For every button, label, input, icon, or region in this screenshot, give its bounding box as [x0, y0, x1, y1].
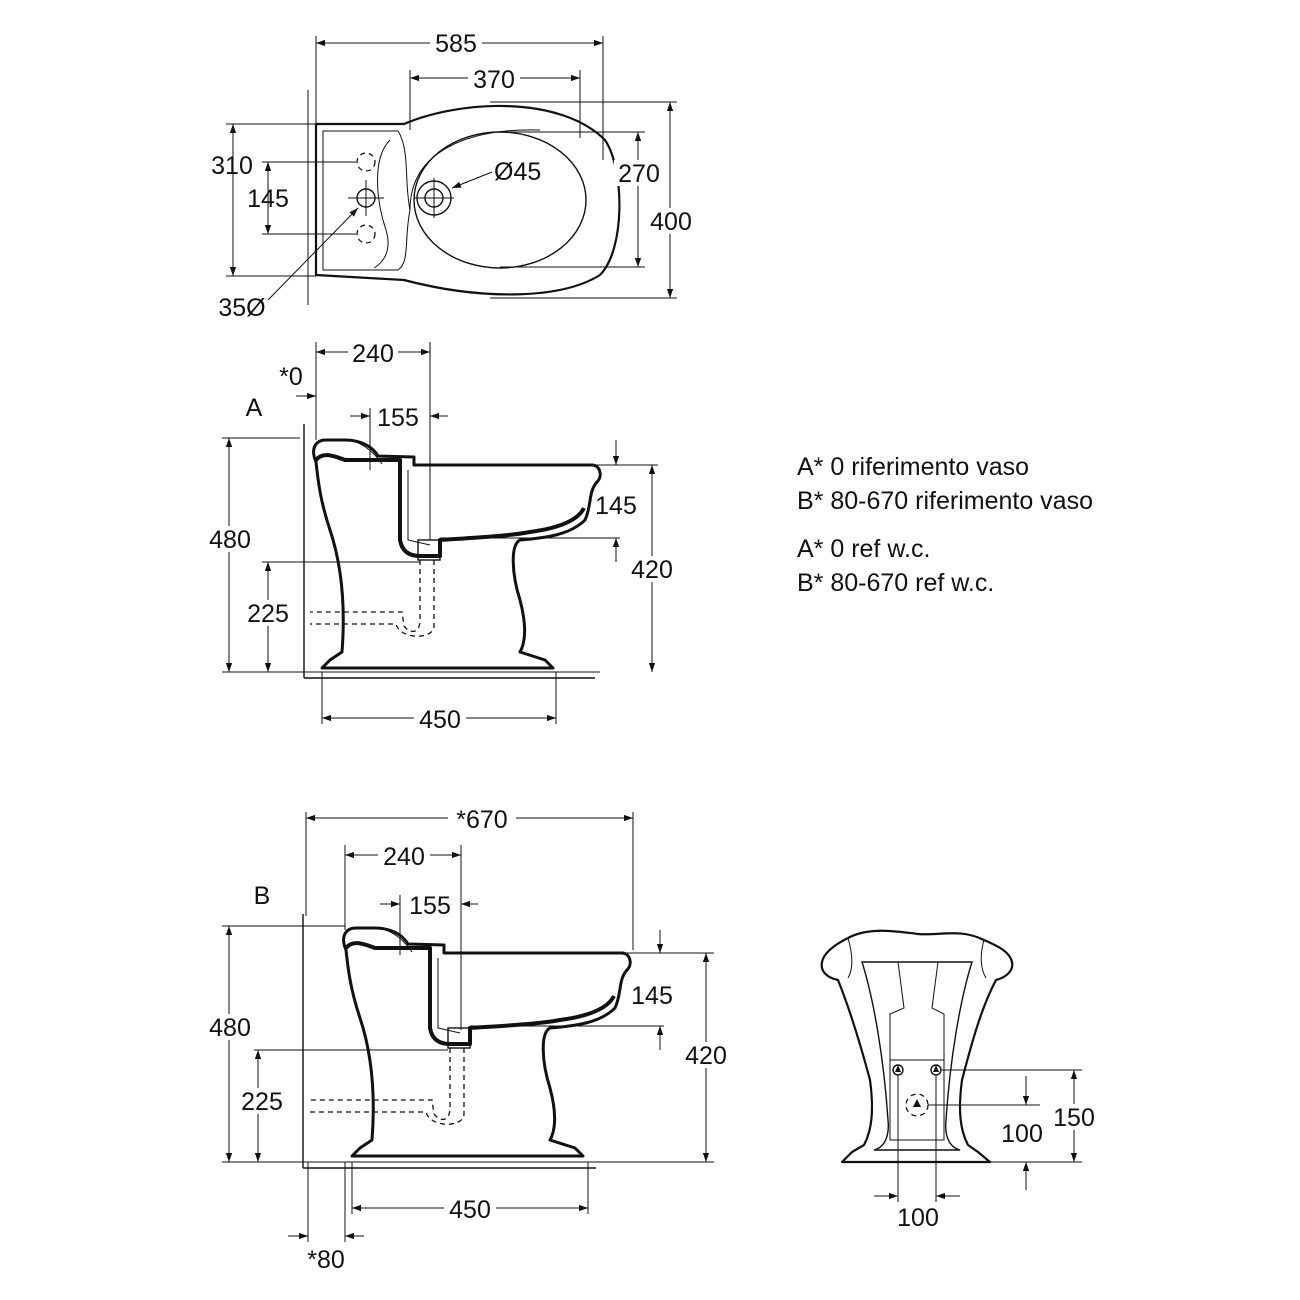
dim-155-a: 155 [377, 404, 419, 432]
legend: A* 0 riferimento vaso B* 80-670 riferime… [797, 450, 1093, 600]
dim-480-a: 480 [209, 526, 251, 554]
dim-420-a: 420 [631, 556, 673, 584]
top-view-front-curve [409, 129, 541, 211]
legend-line-3: A* 0 ref w.c. [797, 535, 931, 563]
bidet-body-b [342, 926, 632, 1158]
bidet-body-a [312, 438, 602, 670]
dim-100-height: 100 [1001, 1120, 1043, 1148]
dim-240-a: 240 [352, 340, 394, 368]
top-view-rim-inner [373, 139, 391, 269]
rim-a [344, 439, 383, 465]
dim-310: 310 [211, 152, 253, 180]
dim-tap-hole: 35Ø [218, 294, 265, 322]
dim-450-b: 450 [449, 1196, 491, 1224]
dim-offset-a: *0 [279, 363, 303, 391]
bowl-inner-a [407, 470, 431, 546]
side-view-b: B *670 240 155 480 145 420 225 450 *80 [204, 806, 732, 1274]
dim-145-b: 145 [631, 982, 673, 1010]
dim-370: 370 [473, 66, 515, 94]
dim-585: 585 [435, 30, 477, 58]
dim-145-top: 145 [247, 185, 289, 213]
legend-line-4: B* 80-670 ref w.c. [797, 569, 995, 597]
dim-225-a: 225 [247, 600, 289, 628]
dim-670-b: *670 [456, 806, 507, 834]
dim-450-a: 450 [419, 706, 461, 734]
dim-480-b: 480 [209, 1014, 251, 1042]
top-view: 585 370 310 145 Ø45 270 400 35Ø [211, 30, 696, 322]
dim-offset-b: *80 [307, 1246, 345, 1274]
label-b: B [254, 882, 271, 910]
top-view-outline [314, 104, 621, 296]
dim-270: 270 [618, 160, 660, 188]
rear-view-outline [820, 929, 1014, 1164]
label-a: A [246, 394, 263, 422]
dim-400: 400 [650, 208, 692, 236]
bidet-inner-b [344, 941, 616, 1046]
rear-view: 100 150 100 [820, 929, 1098, 1232]
legend-line-2: B* 80-670 riferimento vaso [797, 487, 1093, 515]
tap-hole-upper [356, 152, 376, 172]
dim-225-b: 225 [241, 1088, 283, 1116]
dim-100-width: 100 [897, 1204, 939, 1232]
side-view-a: A *0 240 155 480 145 420 225 450 [204, 340, 678, 734]
dim-drain-diameter: Ø45 [494, 158, 541, 186]
bidet-inner-a [314, 453, 586, 558]
drain-fitting-a [417, 539, 441, 561]
dim-155-b: 155 [409, 892, 451, 920]
drain-fitting-b [447, 1027, 471, 1049]
tap-hole-lower [356, 224, 376, 244]
legend-line-1: A* 0 riferimento vaso [797, 453, 1030, 481]
dim-420-b: 420 [685, 1042, 727, 1070]
dim-240-b: 240 [383, 843, 425, 871]
dim-150: 150 [1053, 1104, 1095, 1132]
dim-145-a: 145 [595, 492, 637, 520]
